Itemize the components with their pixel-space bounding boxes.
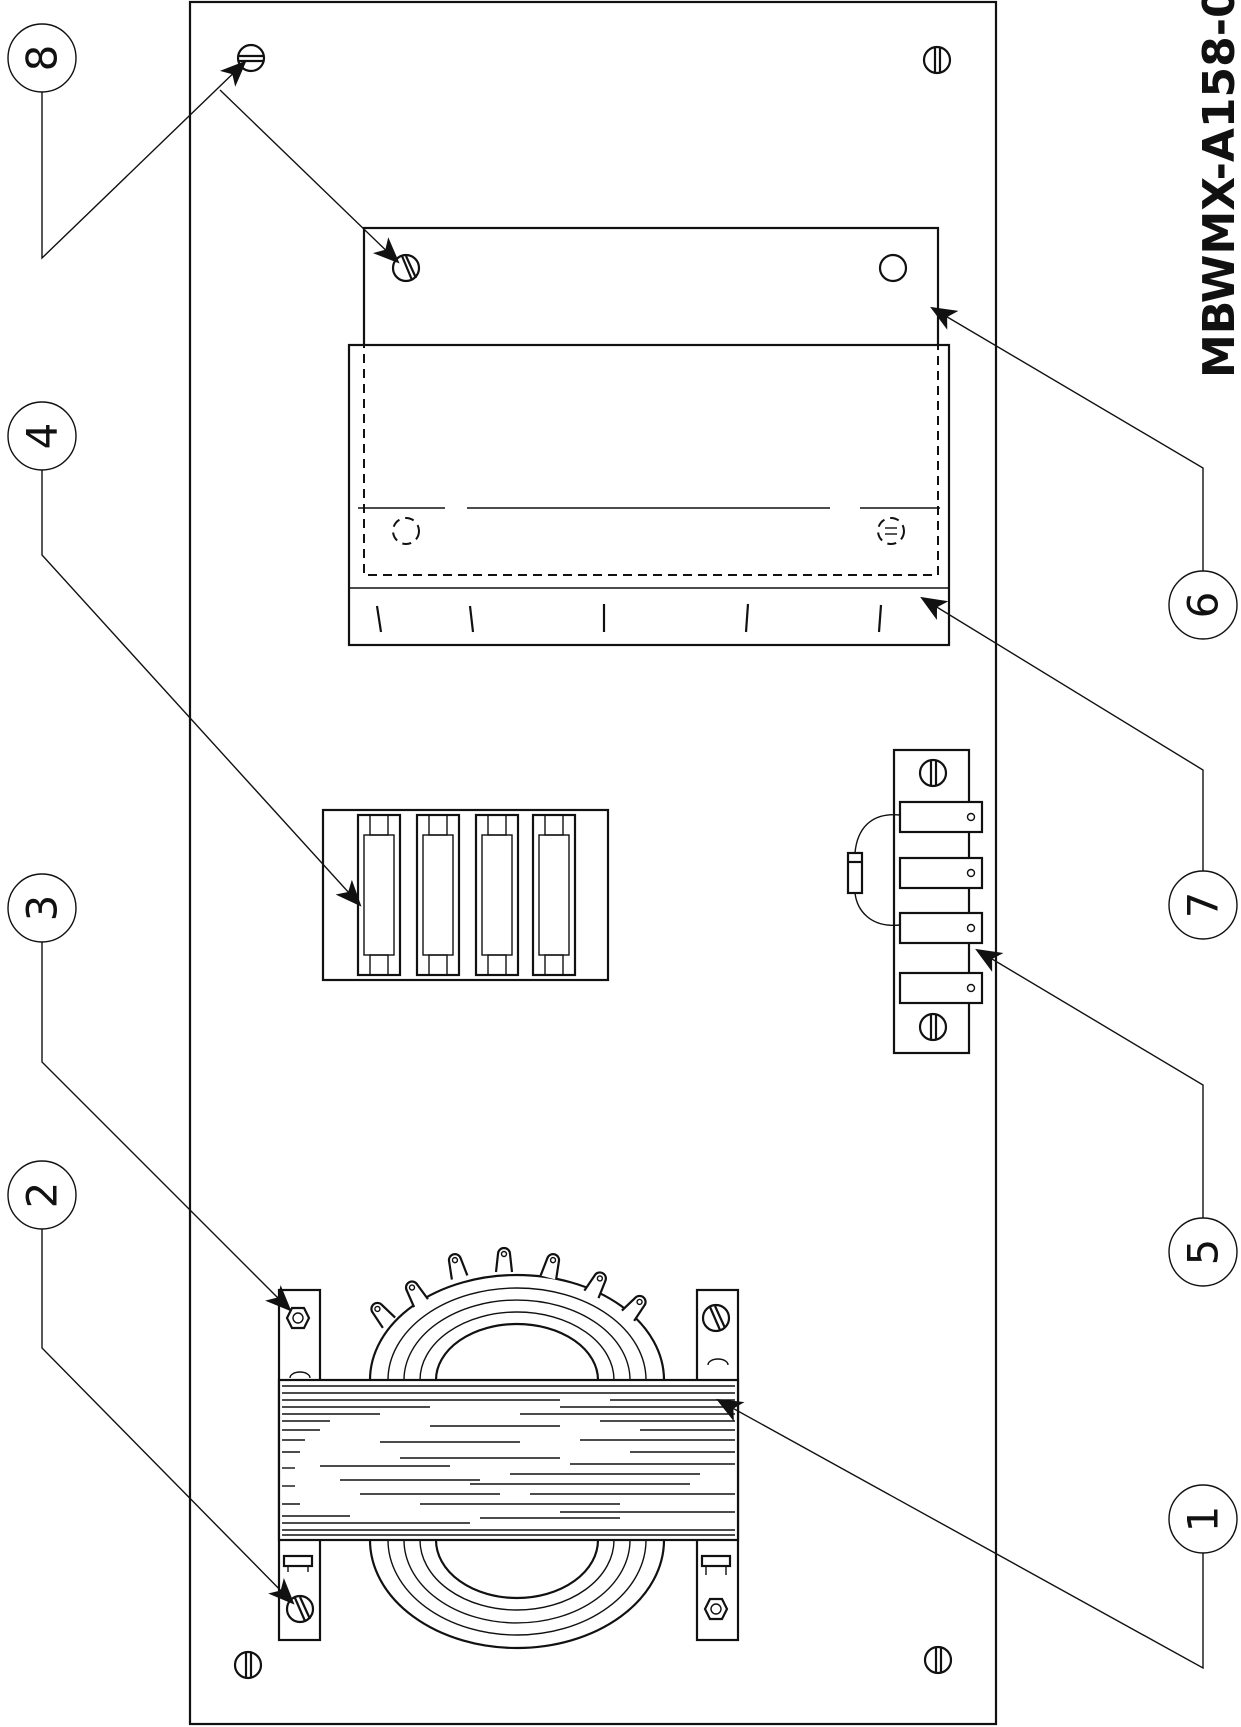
relay-hidden-hole (392, 517, 420, 545)
drawing-code: MBWMX-A158-00 (1194, 0, 1241, 378)
stud-bottom-right (700, 1554, 732, 1575)
leader-8a (41, 60, 247, 260)
callout-5-label: 5 (1179, 1239, 1228, 1266)
callout-balloon-6: 6 (1168, 570, 1238, 640)
hex-nut-bottom (703, 1597, 729, 1621)
relay-assembly (347, 226, 951, 647)
callout-3-label: 3 (18, 895, 67, 922)
stud-bottom-left (282, 1554, 314, 1572)
callout-8-label: 8 (18, 45, 67, 72)
callout-balloon-7: 7 (1168, 870, 1238, 940)
callout-balloon-2: 2 (7, 1160, 77, 1230)
callout-4-label: 4 (18, 423, 67, 450)
fuse-block (321, 808, 610, 982)
callout-6-label: 6 (1179, 592, 1228, 619)
transformer-winding-taps (370, 1246, 647, 1329)
leader-2 (41, 1229, 295, 1605)
transformer-coil-bottom (368, 1539, 666, 1650)
relay-body (347, 343, 951, 647)
leader-lines (41, 60, 1204, 1670)
relay-terminal-marks (375, 603, 883, 633)
base-plate (188, 0, 998, 1726)
fuse-block-base (321, 808, 610, 982)
callout-balloon-3: 3 (7, 873, 77, 943)
terminal-strip-base (892, 748, 971, 1055)
leader-7 (920, 596, 1204, 871)
leader-4 (41, 470, 362, 907)
transformer-core (277, 1378, 740, 1542)
resistor (846, 851, 864, 895)
terminal-strip (846, 748, 984, 1055)
relay-hidden-screw (877, 517, 905, 545)
transformer (277, 1246, 740, 1650)
callout-balloons: 8 4 3 2 6 7 5 1 (7, 23, 1238, 1554)
leader-6 (930, 306, 1204, 571)
leader-5 (975, 948, 1204, 1218)
callout-7-label: 7 (1179, 892, 1228, 919)
leader-1 (716, 1398, 1204, 1670)
callout-balloon-5: 5 (1168, 1217, 1238, 1287)
hex-nut (285, 1306, 311, 1330)
relay-mount-hole (878, 253, 908, 283)
callout-balloon-8: 8 (7, 23, 77, 93)
callout-balloon-4: 4 (7, 401, 77, 471)
terminal-lugs (898, 800, 984, 1005)
relay-screw (391, 253, 421, 283)
plate-corner-screws (233, 43, 953, 1680)
callout-1-label: 1 (1179, 1506, 1228, 1533)
fuse-clips (356, 813, 577, 977)
callout-balloon-1: 1 (1168, 1484, 1238, 1554)
callout-2-label: 2 (18, 1182, 67, 1209)
transformer-coil-top (368, 1273, 666, 1381)
relay-hidden-outline (363, 344, 939, 576)
leader-8b (219, 89, 400, 264)
leader-3 (41, 942, 292, 1312)
